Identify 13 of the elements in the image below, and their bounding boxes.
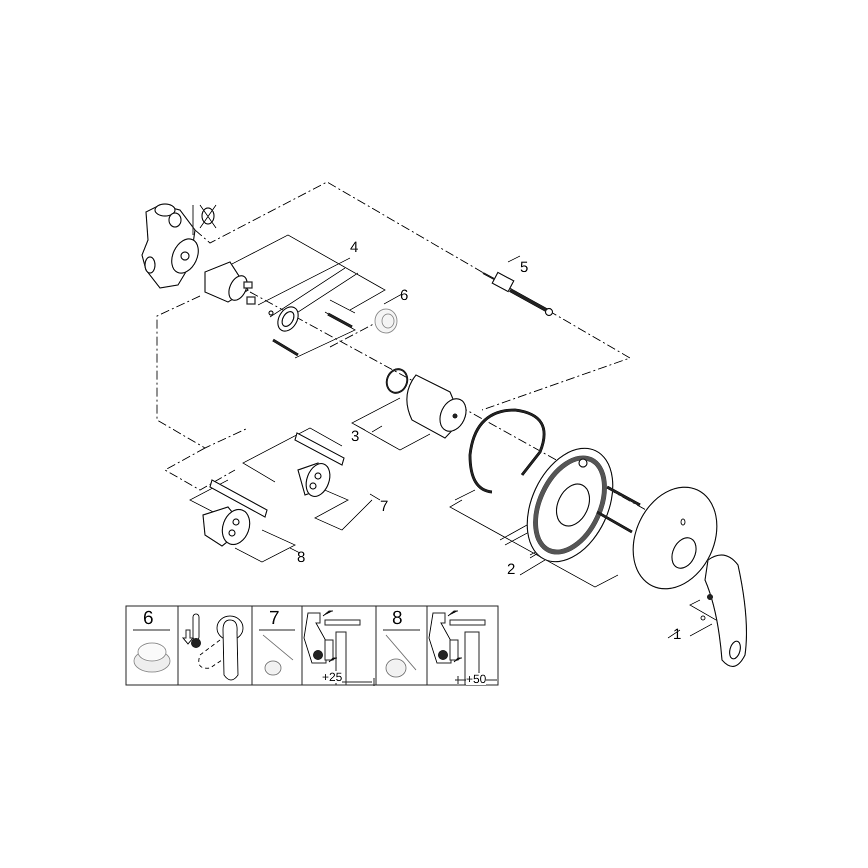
dimension-label: +50 [466, 673, 486, 685]
dimension-label: +25 [322, 671, 342, 683]
callout-number: 4 [350, 240, 358, 255]
callout-number: 3 [351, 429, 360, 444]
callout-number: 1 [673, 627, 682, 642]
callout-number: 5 [520, 260, 528, 275]
callout-number: 7 [380, 499, 388, 514]
table-heading: 6 [143, 609, 154, 628]
callout-number: 2 [507, 562, 516, 577]
table-heading: 7 [269, 609, 280, 628]
table-heading: 8 [392, 609, 403, 628]
callout-number: 6 [400, 288, 408, 303]
callout-number: 8 [297, 550, 306, 565]
